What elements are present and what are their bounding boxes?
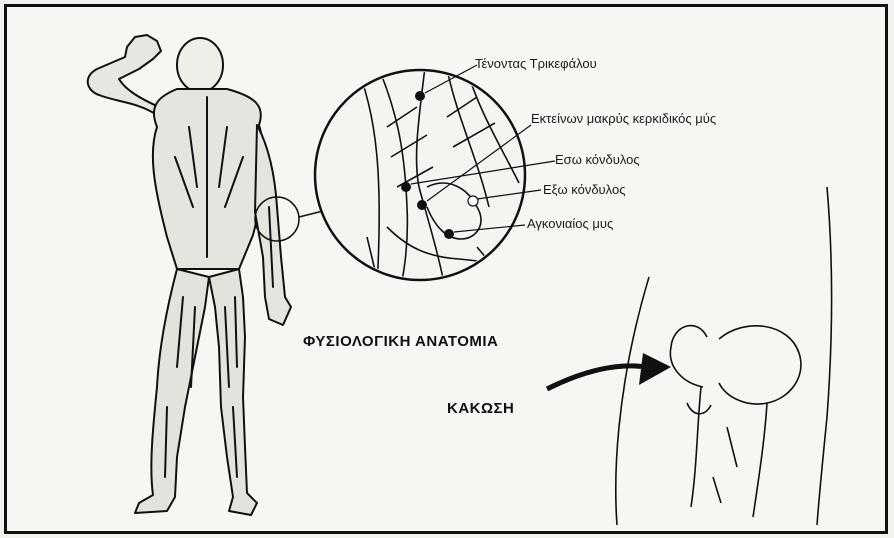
anatomy-illustration: [7, 7, 885, 531]
illustration-frame: Τένοντας Τρικεφάλου Εκτείνων μακρύς κερκ…: [4, 4, 888, 534]
marker-dot-lateral: [468, 196, 478, 206]
heading-injury: ΚΑΚΩΣΗ: [447, 400, 514, 417]
label-triceps-tendon: Τένοντας Τρικεφάλου: [475, 56, 597, 71]
marker-dot-medial: [401, 182, 411, 192]
label-medial-epicondyle: Εσω κόνδυλος: [555, 152, 640, 167]
label-extensor-carpi: Εκτείνων μακρύς κερκιδικός μύς: [531, 111, 716, 126]
zoom-connector-line: [299, 211, 323, 217]
marker-dot-triceps: [415, 91, 425, 101]
heading-normal-anatomy: ΦΥΣΙΟΛΟΓΙΚΗ ΑΝΑΤΟΜΙΑ: [303, 333, 498, 350]
label-anconeus: Αγκονιαίος μυς: [527, 216, 613, 231]
arrow-icon: [547, 353, 671, 389]
label-lateral-epicondyle: Εξω κόνδυλος: [543, 182, 625, 197]
marker-dot-anconeus: [444, 229, 454, 239]
human-figure: [88, 35, 299, 515]
marker-dot-extensor: [417, 200, 427, 210]
